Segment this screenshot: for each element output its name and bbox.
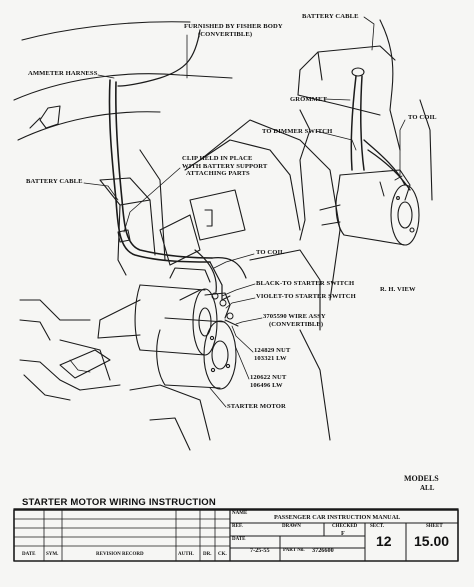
checked-value: F — [341, 530, 345, 537]
label-furnished-by-fisher-body: FURNISHED BY FISHER BODY (CONVERTIBLE) — [184, 23, 283, 38]
label-line: ATTACHING PARTS — [186, 170, 250, 177]
leader-lines — [83, 16, 406, 408]
label-nut-124829: 124829 NUT 103321 LW — [254, 347, 290, 362]
title-block-frame — [13, 509, 459, 562]
sect-label: SECT. — [370, 524, 384, 529]
label-line: 3705590 WIRE ASSY — [263, 313, 326, 320]
terminal-hardware — [211, 292, 239, 327]
label-battery-cable-top: BATTERY CABLE — [302, 13, 359, 20]
models-heading: MODELS — [404, 474, 439, 483]
label-line: 106496 LW — [250, 381, 283, 389]
label-grommet: GROMMET — [290, 96, 327, 103]
label-line: 120622 NUT — [250, 374, 287, 381]
revision-date-header: DATE — [22, 552, 36, 557]
revision-sym-header: SYM. — [46, 552, 59, 557]
label-to-coil-right: TO COIL — [408, 114, 437, 121]
sect-value: 12 — [376, 533, 392, 549]
name-value: PASSENGER CAR INSTRUCTION MANUAL — [274, 514, 401, 521]
label-line: 103321 LW — [254, 354, 287, 362]
revision-auth-header: AUTH. — [178, 552, 194, 557]
label-line: CLIP HELD IN PLACE — [182, 155, 253, 162]
revision-dr-header: DR. — [203, 552, 212, 557]
label-ammeter-harness: AMMETER HARNESS — [28, 70, 98, 77]
label-to-dimmer-switch: TO DIMMER SWITCH — [262, 128, 333, 135]
rh-view — [297, 19, 433, 246]
label-violet-to-starter-switch: VIOLET-TO STARTER SWITCH — [256, 293, 356, 300]
label-line: (CONVERTIBLE) — [198, 30, 253, 38]
drawn-label: DRAWN — [282, 524, 301, 529]
label-line: WITH BATTERY SUPPORT — [182, 162, 268, 170]
label-black-to-starter-switch: BLACK-TO STARTER SWITCH — [256, 280, 355, 287]
harness-wires — [108, 29, 247, 301]
label-starter-motor: STARTER MOTOR — [227, 403, 286, 410]
label-clip-held-in-place: CLIP HELD IN PLACE WITH BATTERY SUPPORT … — [182, 155, 267, 178]
drawing-title: STARTER MOTOR WIRING INSTRUCTION — [22, 497, 216, 508]
starter-motor-main — [59, 267, 237, 390]
part-no-value: 3726600 — [312, 547, 334, 554]
part-no-label: PART No. — [283, 548, 305, 553]
models-value: ALL — [420, 484, 435, 492]
label-line: (CONVERTIBLE) — [269, 320, 324, 328]
label-wire-assy: 3705590 WIRE ASSY (CONVERTIBLE) — [263, 313, 326, 328]
sheet-label: SHEET — [426, 524, 443, 529]
date-label: DATE — [232, 537, 246, 542]
checked-label: CHECKED — [332, 524, 358, 529]
label-battery-cable-left: BATTERY CABLE — [26, 178, 83, 185]
label-line: 124829 NUT — [254, 347, 291, 354]
ref-label: REF. — [232, 524, 243, 529]
revision-record-header: REVISION RECORD — [96, 552, 144, 557]
label-to-coil-center: TO COIL — [256, 249, 285, 256]
revision-ck-header: CK. — [218, 552, 227, 557]
date-value: 7-25-55 — [250, 547, 270, 554]
label-nut-120622: 120622 NUT 106496 LW — [250, 374, 286, 389]
name-label: NAME — [232, 511, 248, 516]
label-rh-view: R. H. VIEW — [380, 286, 416, 293]
label-line: FURNISHED BY FISHER BODY — [184, 23, 283, 30]
sheet-value: 15.00 — [414, 533, 450, 549]
